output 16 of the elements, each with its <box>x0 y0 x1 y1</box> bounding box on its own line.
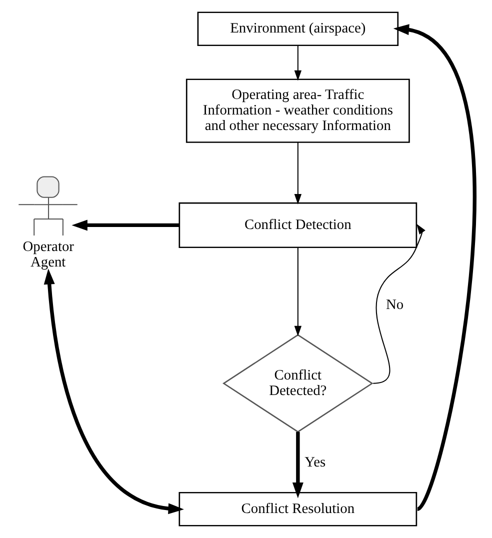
arrow <box>294 46 302 81</box>
arrow <box>292 432 303 498</box>
arrow <box>372 224 425 384</box>
arrow <box>294 142 302 204</box>
arrow <box>43 268 184 514</box>
node-box: Operating area- Traffic Information - weather conditions and other necessary Information <box>185 78 410 143</box>
edge-label: No <box>386 296 404 313</box>
arrow <box>294 248 302 336</box>
edge-label: Yes <box>304 454 326 471</box>
node-label: Operator Agent <box>22 239 74 271</box>
node-box: Environment (airspace) <box>196 12 398 46</box>
arrow <box>71 220 178 231</box>
arrow <box>392 24 476 510</box>
node-diamond: Conflict Detected? <box>222 334 373 433</box>
node-box: Conflict Detection <box>178 202 417 248</box>
node-box: Conflict Resolution <box>178 492 417 526</box>
